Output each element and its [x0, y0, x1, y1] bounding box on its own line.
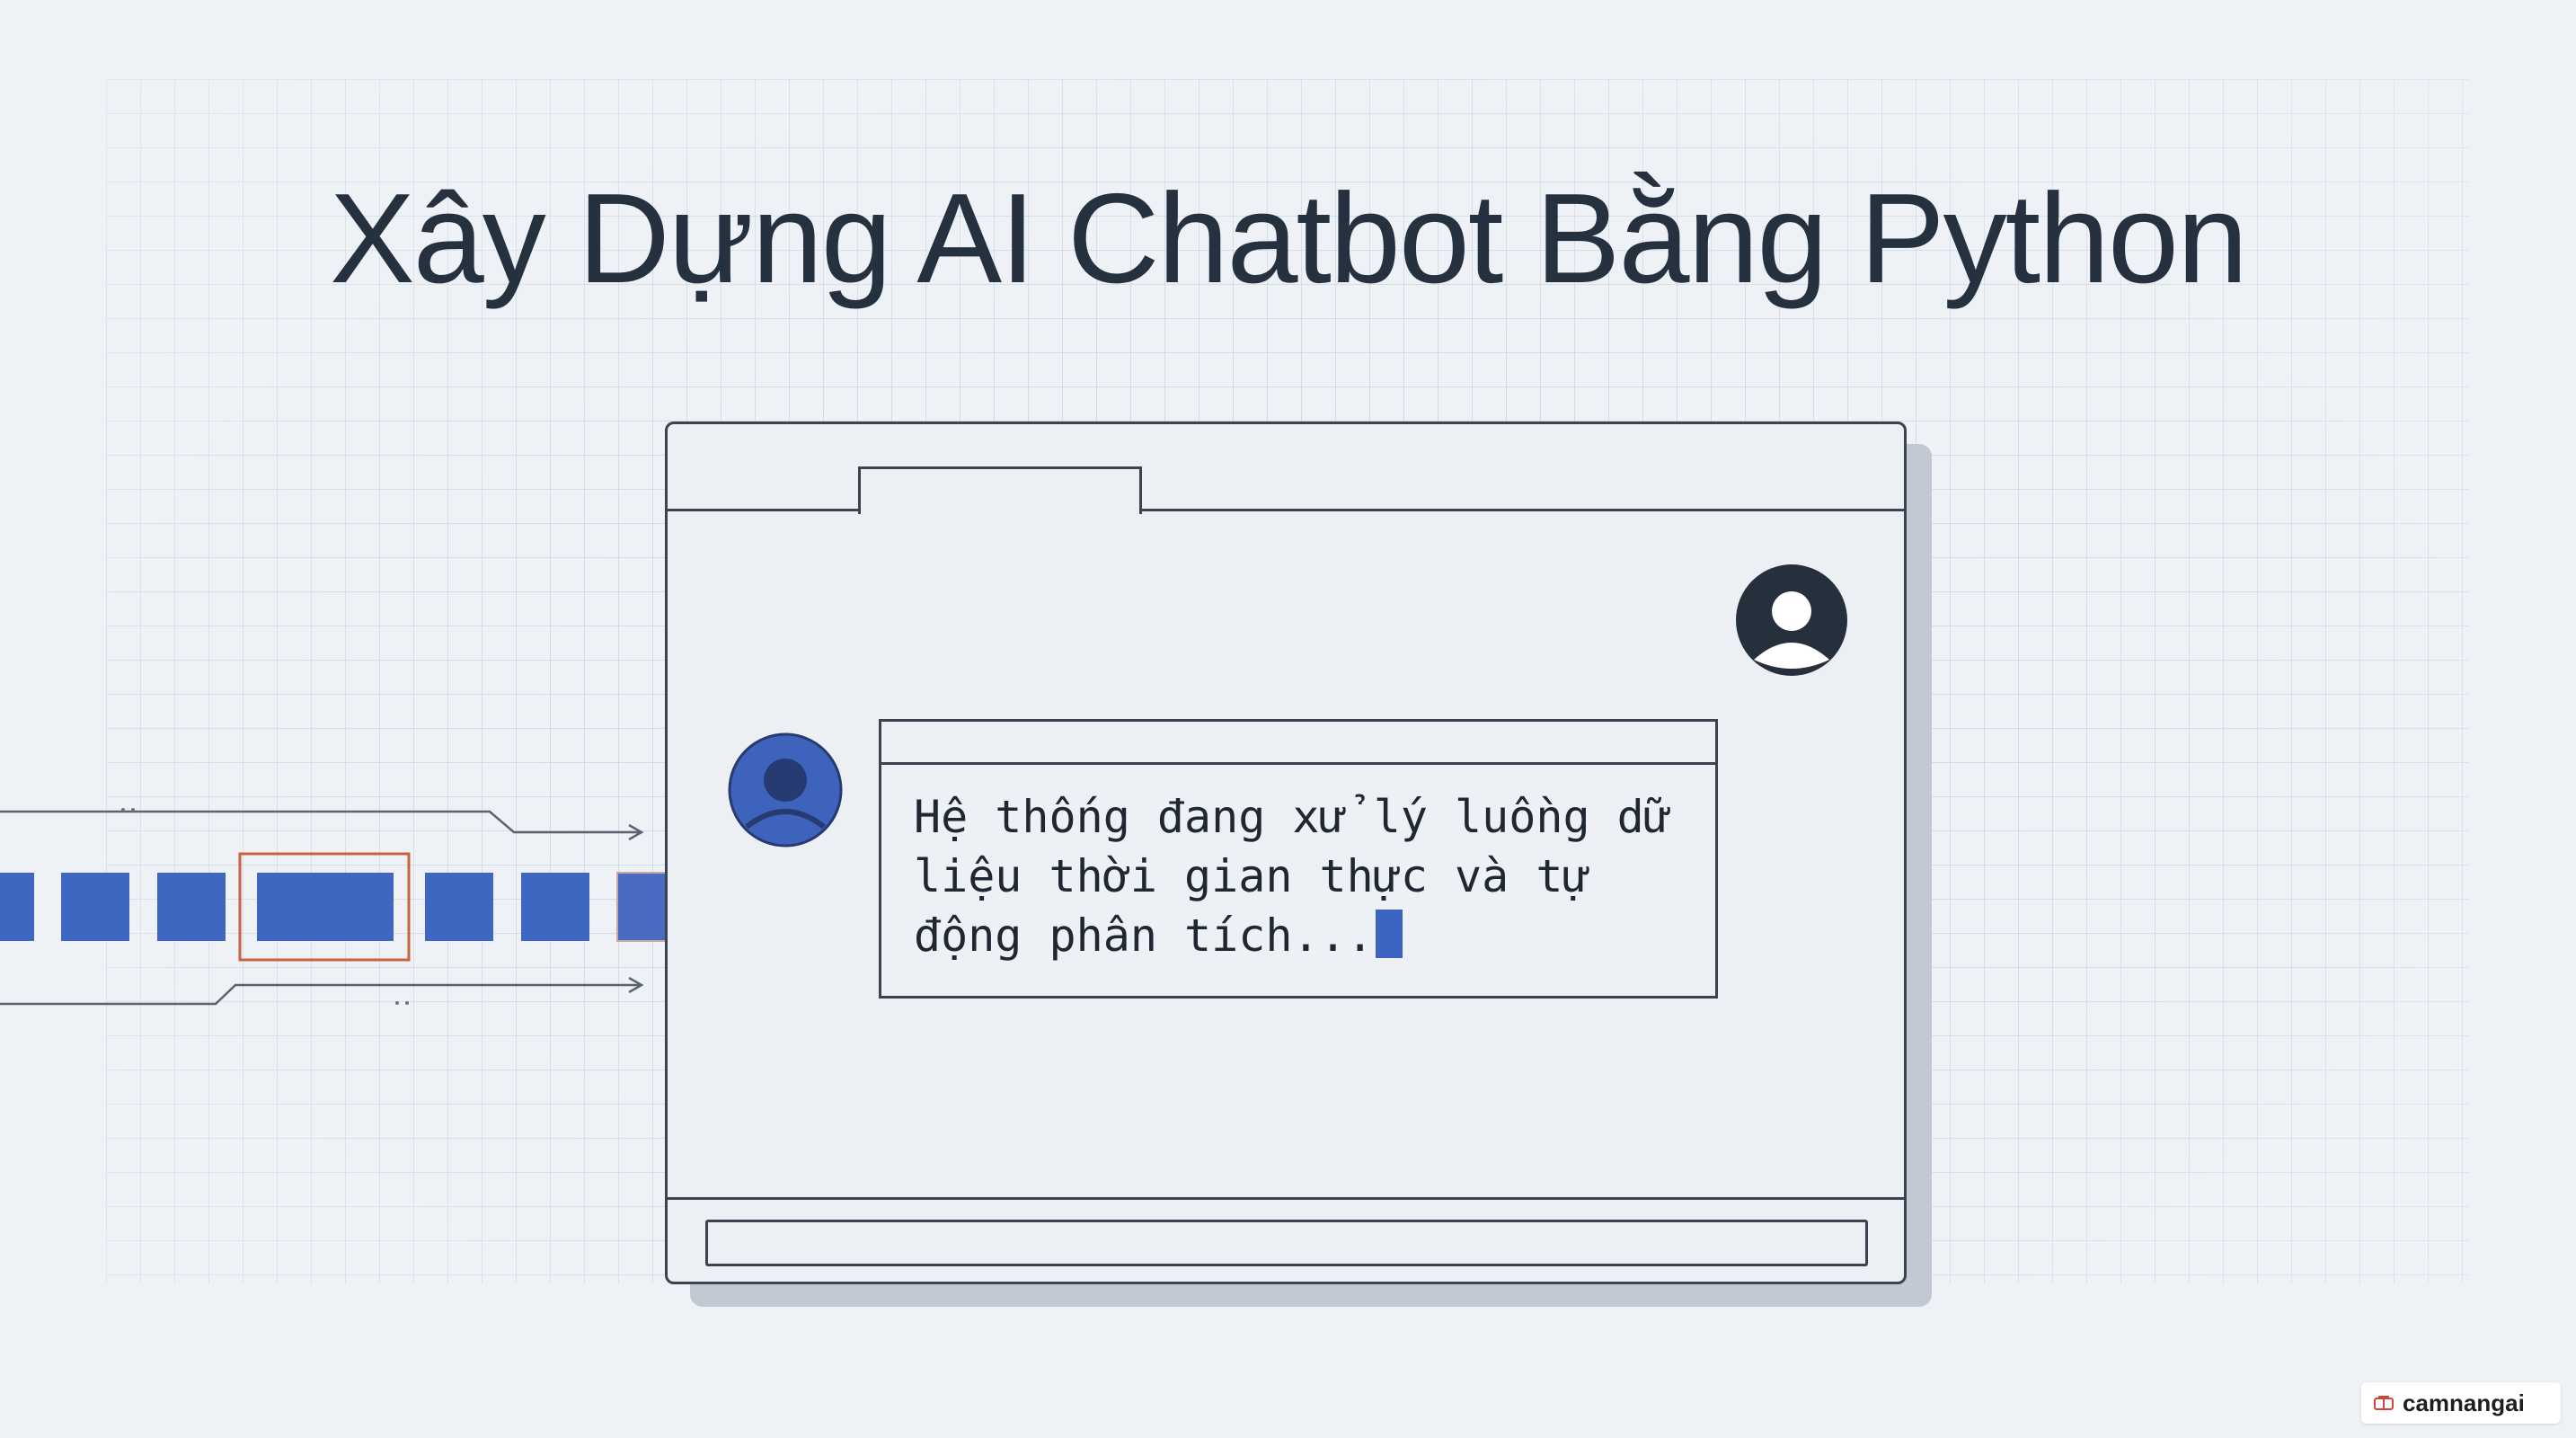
watermark-badge: camnangai: [2361, 1382, 2561, 1424]
chat-input-field[interactable]: [705, 1220, 1868, 1266]
user-avatar-icon[interactable]: [1734, 563, 1849, 678]
data-block: [157, 873, 226, 941]
arrow-head-top: [628, 823, 644, 841]
message-text-content: Hệ thống đang xử lý luồng dữ liệu thời g…: [914, 791, 1671, 962]
typing-cursor: [1375, 910, 1403, 958]
bot-message-bubble: Hệ thống đang xử lý luồng dữ liệu thời g…: [879, 719, 1718, 999]
data-block: [61, 873, 129, 941]
data-block: [425, 873, 493, 941]
chat-window: Hệ thống đang xử lý luồng dữ liệu thời g…: [665, 422, 1907, 1284]
arrow-head-bottom: [628, 976, 644, 994]
data-block: [0, 873, 34, 941]
page-title: Xây Dựng AI Chatbot Bằng Python: [330, 167, 2248, 310]
highlight-frame: [238, 852, 411, 962]
stream-lines: [0, 810, 644, 1006]
data-block: [521, 873, 589, 941]
stream-line-bottom: [0, 983, 640, 1006]
bot-avatar-icon[interactable]: [727, 732, 844, 848]
bot-message-text: Hệ thống đang xử lý luồng dữ liệu thời g…: [914, 787, 1695, 965]
chat-window-header: [668, 424, 1904, 511]
stream-dots: [121, 808, 409, 1005]
chat-input-area: [668, 1197, 1904, 1284]
message-box-header: [881, 722, 1715, 765]
watermark-text: camnangai: [2403, 1389, 2525, 1416]
chat-window-tab[interactable]: [858, 466, 1142, 514]
stream-line-top: [0, 810, 640, 834]
logo-icon: [2374, 1396, 2394, 1410]
data-block-highlighted: [257, 873, 394, 941]
